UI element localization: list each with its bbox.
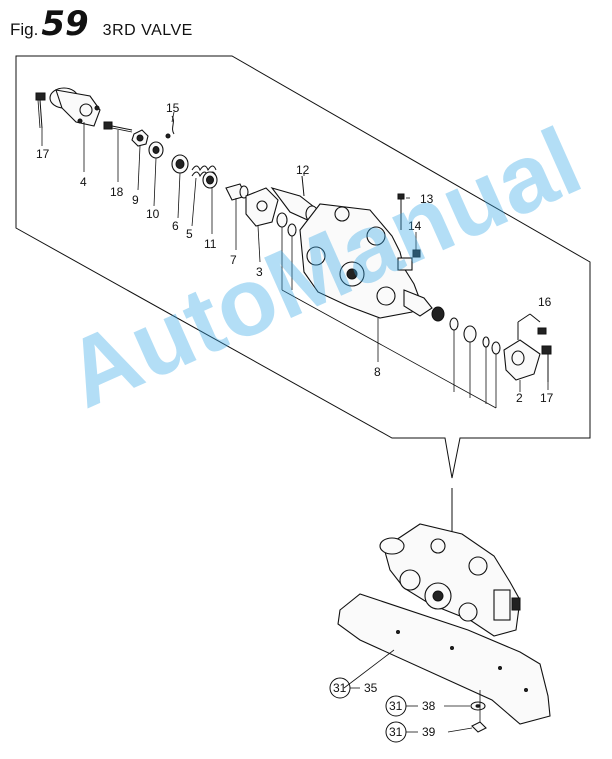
part-o-rings-left — [276, 212, 297, 290]
ref-38-circle-number: 31 — [389, 699, 403, 713]
part-7-spool-end — [225, 183, 249, 201]
part-2-cap — [503, 339, 541, 381]
callout-4: 4 — [80, 175, 87, 189]
callout-9: 9 — [132, 193, 139, 207]
figure-prefix: Fig. — [10, 20, 39, 39]
leader-lines — [41, 111, 549, 733]
callout-13: 13 — [420, 192, 434, 206]
part-4-cover — [49, 87, 101, 127]
part-6-seat — [171, 154, 189, 174]
part-16-bolt — [517, 313, 547, 340]
callout-14: 14 — [408, 219, 422, 233]
callout-15: 15 — [166, 101, 180, 115]
ref-39-circle-number: 31 — [389, 725, 403, 739]
part-10-washer — [148, 141, 164, 159]
part-3-plate — [245, 187, 279, 227]
ref-38-number: 38 — [422, 699, 436, 713]
part-rings-right — [281, 289, 501, 409]
assembled-valve — [379, 488, 521, 637]
figure-title: 3RD VALVE — [102, 22, 193, 39]
figure-header: Fig. 59 3RD VALVE — [10, 4, 193, 44]
ref-39-number: 39 — [422, 725, 436, 739]
part-17-right-bolt — [541, 345, 552, 382]
ref-35-number: 35 — [364, 681, 378, 695]
exploded-view-frame — [15, 55, 591, 479]
part-18-bolt — [103, 121, 133, 133]
ref-callout-35: 31 35 — [329, 677, 378, 699]
part-13-bolt — [397, 193, 405, 230]
callout-7: 7 — [230, 253, 237, 267]
callout-11: 11 — [204, 237, 217, 251]
figure-number: 59 — [41, 4, 89, 44]
callout-17: 17 — [36, 147, 50, 161]
callout-3: 3 — [256, 265, 263, 279]
callout-16: 16 — [538, 295, 552, 309]
part-39-bolt — [471, 690, 487, 733]
callout-12: 12 — [296, 163, 310, 177]
callout-2: 2 — [516, 391, 523, 405]
mounting-plate — [337, 593, 551, 725]
ref-callout-39: 31 39 — [385, 721, 436, 743]
callout-10: 10 — [146, 207, 160, 221]
callout-labels: 17 4 18 15 9 10 6 5 11 7 12 3 13 14 16 8… — [36, 101, 554, 405]
callout-5: 5 — [186, 227, 193, 241]
part-11-seat — [202, 171, 218, 189]
part-9-nut — [131, 129, 149, 147]
part-8-valve-body — [299, 203, 433, 319]
ref-35-circle-number: 31 — [333, 681, 347, 695]
ref-callout-38: 31 38 — [385, 695, 436, 717]
callout-18: 18 — [110, 185, 124, 199]
callout-17-right: 17 — [540, 391, 554, 405]
part-17-bolt — [35, 92, 46, 129]
callout-6: 6 — [172, 219, 179, 233]
part-14-plug — [412, 249, 421, 258]
callout-8: 8 — [374, 365, 381, 379]
part-38-washer — [470, 701, 486, 711]
